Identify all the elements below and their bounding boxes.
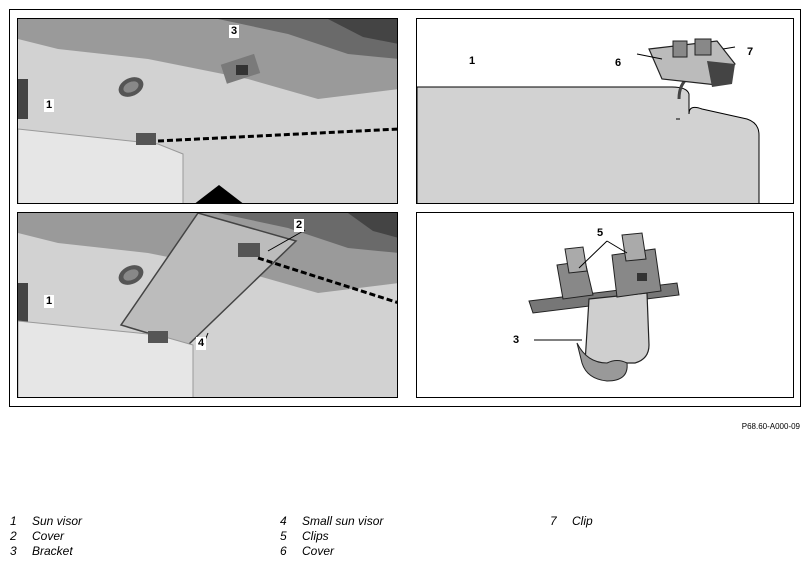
- visor-installed-drawing: [18, 19, 397, 203]
- callout-4: 4: [196, 337, 207, 350]
- callout-1: 1: [44, 295, 55, 308]
- callout-5: 5: [597, 227, 604, 239]
- panel-bracket-detail: 5 3: [416, 212, 794, 398]
- callout-7: 7: [747, 46, 754, 58]
- visor-detail-drawing: [417, 19, 793, 203]
- callout-3: 3: [229, 25, 240, 38]
- callout-2: 2: [294, 219, 305, 232]
- panel-visor-installed: 3 1: [17, 18, 398, 204]
- callout-3: 3: [513, 334, 520, 346]
- callout-1: 1: [44, 99, 55, 112]
- reference-code: P68.60-A000-09: [741, 422, 800, 431]
- panel-small-visor: 2 1 4: [17, 212, 398, 398]
- panel-visor-detail: 1 6 7: [416, 18, 794, 204]
- illustration-frame: 3 1 2 1 4: [9, 9, 801, 407]
- callout-1: 1: [469, 55, 476, 67]
- bracket-detail-drawing: [417, 213, 793, 397]
- arrow-up-icon: [195, 185, 243, 203]
- callout-6: 6: [615, 57, 622, 69]
- small-visor-drawing: [18, 213, 397, 397]
